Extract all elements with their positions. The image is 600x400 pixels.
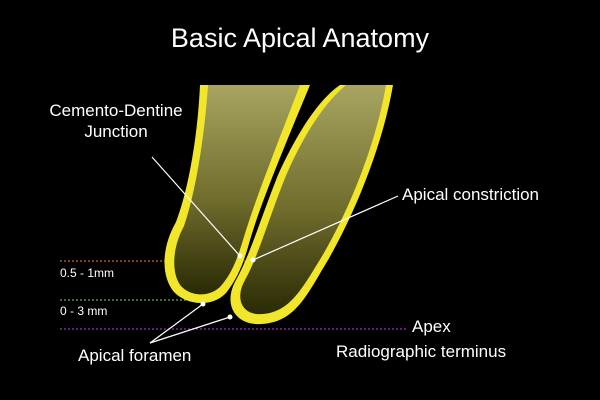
slide-title: Basic Apical Anatomy xyxy=(170,23,430,53)
measurement-upper-label: 0.5 - 1mm xyxy=(60,266,115,280)
foramen-pointer-dot-b xyxy=(227,314,233,320)
foramen-pointer-a xyxy=(149,303,204,344)
radiographic-terminus-label: Radiographic terminus xyxy=(336,342,507,361)
constriction-pointer xyxy=(252,195,399,261)
cementodentine-junction-label: Cemento-Dentine Junction xyxy=(32,100,200,143)
left-root-dentine xyxy=(174,85,300,295)
measurement-lower-label: 0 - 3 mm xyxy=(60,304,108,318)
cementodentine-line1: Cemento-Dentine xyxy=(49,101,183,120)
cementodentine-pointer-dot xyxy=(237,253,243,259)
right-root-dentine xyxy=(240,85,386,315)
apical-foramen-label: Apical foramen xyxy=(78,346,192,365)
foramen-pointer-b xyxy=(149,316,231,344)
constriction-pointer-dot xyxy=(250,257,256,263)
apical-constriction-label: Apical constriction xyxy=(402,185,540,204)
cementodentine-pointer xyxy=(151,156,241,257)
cementodentine-line2: Junction xyxy=(84,122,148,142)
foramen-pointer-dot-a xyxy=(200,301,206,307)
apex-label: Apex xyxy=(412,317,451,336)
